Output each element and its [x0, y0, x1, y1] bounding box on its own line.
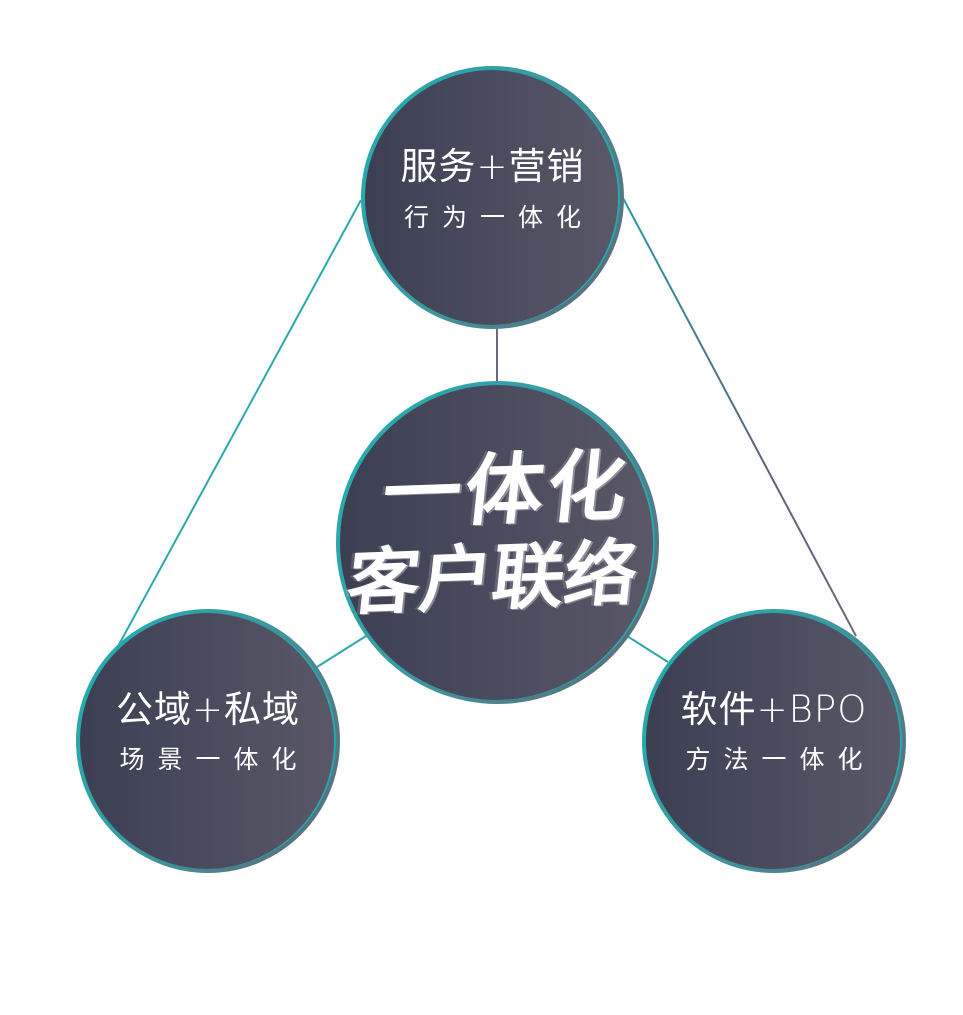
- node-software-bpo: 软件+BPO 方法一体化: [644, 611, 904, 871]
- node-subtitle: 方法一体化: [685, 745, 876, 775]
- spoke-right: [626, 635, 669, 663]
- node-subtitle: 行为一体化: [403, 202, 594, 232]
- center-title: 一体化 客户联络: [343, 440, 650, 625]
- edge-right: [622, 197, 857, 637]
- node-service-marketing: 服务+营销 行为一体化: [363, 68, 622, 327]
- edge-left: [115, 199, 362, 651]
- center-title-line1: 一体化: [378, 440, 636, 540]
- center-title-line2: 客户联络: [343, 529, 642, 625]
- node-title: 软件+BPO: [680, 687, 868, 731]
- node-public-private-domain: 公域+私域 场景一体化: [78, 611, 338, 871]
- node-center-integrated-contact: 一体化 客户联络: [338, 383, 657, 702]
- spoke-left: [316, 635, 367, 668]
- node-subtitle: 场景一体化: [119, 745, 310, 775]
- node-title: 公域+私域: [115, 687, 300, 731]
- node-title: 服务+营销: [400, 145, 585, 189]
